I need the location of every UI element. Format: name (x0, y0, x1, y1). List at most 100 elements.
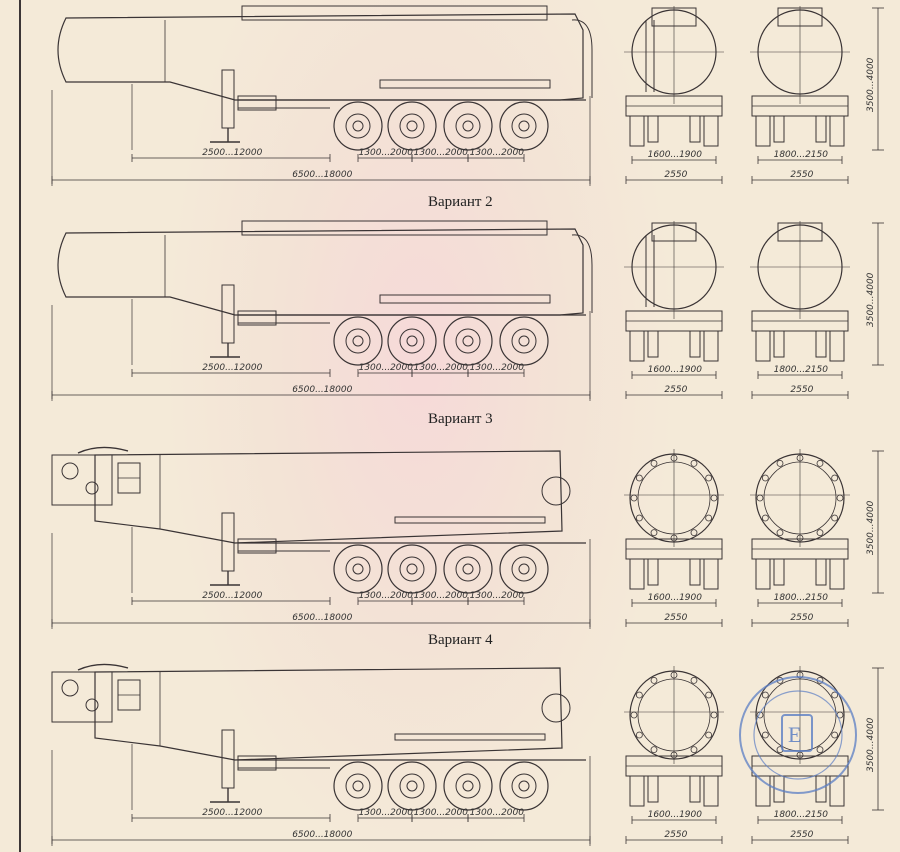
stamp-outer-ring (739, 676, 857, 794)
frame-border (19, 0, 21, 852)
rear-hatch (541, 476, 571, 506)
tank-shell (94, 450, 563, 544)
pump-valve (85, 698, 99, 712)
hatch-bolt (635, 731, 643, 739)
hatch-bolt (831, 514, 839, 522)
pump-flange (61, 462, 79, 480)
height-dimension: 3500...4000 (866, 667, 884, 811)
wheel-inner-left (773, 330, 785, 358)
stamp-letter: E (788, 722, 801, 747)
dim-width-left-label: 2550 (664, 385, 687, 395)
wheel-right (829, 558, 845, 590)
wheel-right (829, 775, 845, 807)
dim-width-right-label: 2550 (790, 385, 813, 395)
wheel-3-hub (462, 120, 474, 132)
tank-shell (57, 13, 584, 101)
wheel-4-rim (511, 113, 537, 139)
dim-width-right-label: 2550 (790, 830, 813, 840)
top-walkway (241, 5, 548, 21)
height-label: 3500...4000 (866, 272, 876, 327)
dim-width-left-label: 2550 (664, 170, 687, 180)
wheel-1-hub (352, 780, 364, 792)
hatch-bolt (761, 691, 769, 699)
dim-track-left-label: 1600...1900 (648, 150, 703, 160)
approval-stamp: E (739, 676, 857, 794)
wheel-1-rim (345, 773, 371, 799)
wheel-right (703, 558, 719, 590)
dim-track-right-label: 1800...2150 (774, 810, 829, 820)
wheel-1-rim (345, 556, 371, 582)
wheel-4-rim (511, 328, 537, 354)
dim-width-right-label: 2550 (790, 613, 813, 623)
vacuum-pump-unit (51, 671, 113, 723)
hatch-bolt (650, 529, 658, 537)
vacuum-pump-unit (51, 454, 113, 506)
dim-axle-2-label: 1300...2000 (414, 148, 469, 158)
pump-valve (85, 481, 99, 495)
wheel-3-rim (455, 328, 481, 354)
hatch-bolt (756, 494, 764, 502)
wheel-4-rim (511, 556, 537, 582)
dim-track-left-label: 1600...1900 (648, 810, 703, 820)
side-box (379, 79, 551, 89)
tank-shell (94, 667, 563, 761)
hatch-bolt (816, 529, 824, 537)
wheel-inner-left (773, 558, 785, 586)
landing-gear-box (237, 95, 277, 111)
rear-view-left: 1600...1900 2550 (624, 666, 724, 844)
hatch-bolt (831, 731, 839, 739)
wheel-left (755, 775, 771, 807)
height-dimension: 3500...4000 (866, 222, 884, 366)
stamp-emblem (781, 714, 813, 752)
rear-view-left: 1600...1900 2550 (624, 6, 724, 184)
wheel-1-tyre (333, 761, 383, 811)
wheel-right (829, 330, 845, 362)
pump-flange (61, 679, 79, 697)
caption-variant-4: Вариант 4 (428, 632, 493, 648)
wheel-1-hub (352, 563, 364, 575)
dim-support-label: 2500...12000 (202, 363, 262, 373)
wheel-inner-right (815, 775, 827, 803)
dim-axle-3-label: 1300...2000 (470, 148, 525, 158)
hatch-bolt (710, 494, 718, 502)
wheel-2-tyre (387, 761, 437, 811)
hatch-bolt (816, 459, 824, 467)
dim-width-left-label: 2550 (664, 613, 687, 623)
hatch-bolt (761, 514, 769, 522)
dim-axle-1-label: 1300...2000 (359, 148, 414, 158)
dim-axle-3-label: 1300...2000 (470, 591, 525, 601)
dim-track-right-label: 1800...2150 (774, 365, 829, 375)
hatch-bolt (776, 459, 784, 467)
height-dimension: 3500...4000 (866, 450, 884, 594)
wheel-4-hub (518, 563, 530, 575)
wheel-3-rim (455, 773, 481, 799)
hatch-bolt (816, 746, 824, 754)
hatch-bolt (761, 731, 769, 739)
wheel-3-hub (462, 780, 474, 792)
wheel-2-rim (399, 556, 425, 582)
dim-length-label: 6500...18000 (292, 385, 352, 395)
dim-width-left-label: 2550 (664, 830, 687, 840)
wheel-left (755, 330, 771, 362)
wheel-4-tyre (499, 761, 549, 811)
hatch-bolt (690, 459, 698, 467)
landing-gear-box (237, 310, 277, 326)
wheel-2-hub (406, 563, 418, 575)
dim-track-right-label: 1800...2150 (774, 150, 829, 160)
wheel-inner-right (815, 115, 827, 143)
wheel-inner-left (647, 775, 659, 803)
wheel-2-rim (399, 328, 425, 354)
wheel-left (629, 115, 645, 147)
wheel-inner-left (647, 558, 659, 586)
wheel-2-rim (399, 113, 425, 139)
height-label: 3500...4000 (866, 500, 876, 555)
hatch-bolt (690, 746, 698, 754)
